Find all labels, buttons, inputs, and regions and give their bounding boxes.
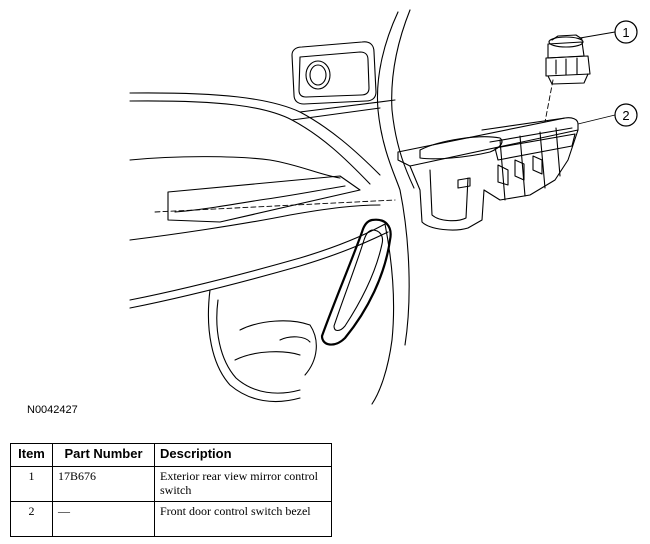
door-trim-exploded-illustration: 1 2 bbox=[129, 9, 638, 405]
table-row: 2 — Front door control switch bezel bbox=[10, 501, 332, 537]
mirror-switch-opening bbox=[291, 41, 377, 105]
table-row: 1 17B676 Exterior rear view mirror contr… bbox=[10, 466, 332, 502]
callout-1-label: 1 bbox=[622, 25, 629, 40]
header-item: Item bbox=[10, 443, 53, 467]
door-upper-frame bbox=[129, 9, 415, 191]
row-description: Exterior rear view mirror control switch bbox=[154, 466, 332, 502]
parts-table: Item Part Number Description 1 17B676 Ex… bbox=[10, 443, 332, 537]
figure-id-label: N0042427 bbox=[27, 404, 78, 416]
callout-1: 1 bbox=[579, 20, 638, 44]
mirror-control-switch bbox=[545, 34, 591, 85]
parts-table-header-row: Item Part Number Description bbox=[10, 443, 332, 467]
door-trim-panel bbox=[129, 156, 410, 405]
row-part-number: 17B676 bbox=[52, 466, 155, 502]
header-part-number: Part Number bbox=[52, 443, 155, 467]
installation-path-line bbox=[544, 79, 554, 123]
row-part-number: — bbox=[52, 501, 155, 537]
row-item: 1 bbox=[10, 466, 53, 502]
callout-2: 2 bbox=[577, 103, 638, 127]
door-handle-bezel bbox=[320, 218, 392, 346]
row-item: 2 bbox=[10, 501, 53, 537]
callout-2-label: 2 bbox=[622, 108, 629, 123]
control-switch-bezel bbox=[397, 117, 579, 231]
header-description: Description bbox=[154, 443, 332, 467]
row-description: Front door control switch bezel bbox=[154, 501, 332, 537]
